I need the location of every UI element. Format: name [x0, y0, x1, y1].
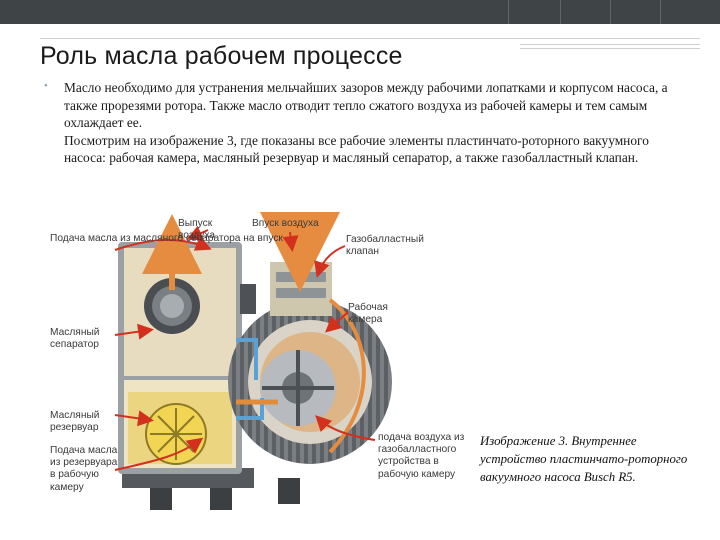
label-oil-reservoir: Масляный резервуар [50, 410, 110, 434]
pump-base [122, 468, 300, 510]
label-oil-feed-separator: Подача масла из масляного сепаратора на … [50, 233, 283, 245]
oil-reservoir-wheel [146, 404, 206, 464]
label-gas-ballast-valve: Газобалластный клапан [346, 234, 438, 258]
label-air-inlet: Впуск воздуха [252, 218, 319, 230]
label-air-outlet: Выпуск воздуха [178, 218, 230, 242]
inlet-tower [240, 262, 332, 316]
figure-caption: Изображение 3. Внутреннее устройство пла… [480, 432, 700, 486]
label-air-feed-gas-ballast: подача воздуха из газобалластного устрой… [378, 432, 476, 481]
label-oil-feed-reservoir: Подача масла из резервуара в рабочую кам… [50, 445, 118, 494]
label-oil-separator: Масляный сепаратор [50, 327, 110, 351]
label-working-chamber: Рабочая камера [348, 302, 408, 326]
